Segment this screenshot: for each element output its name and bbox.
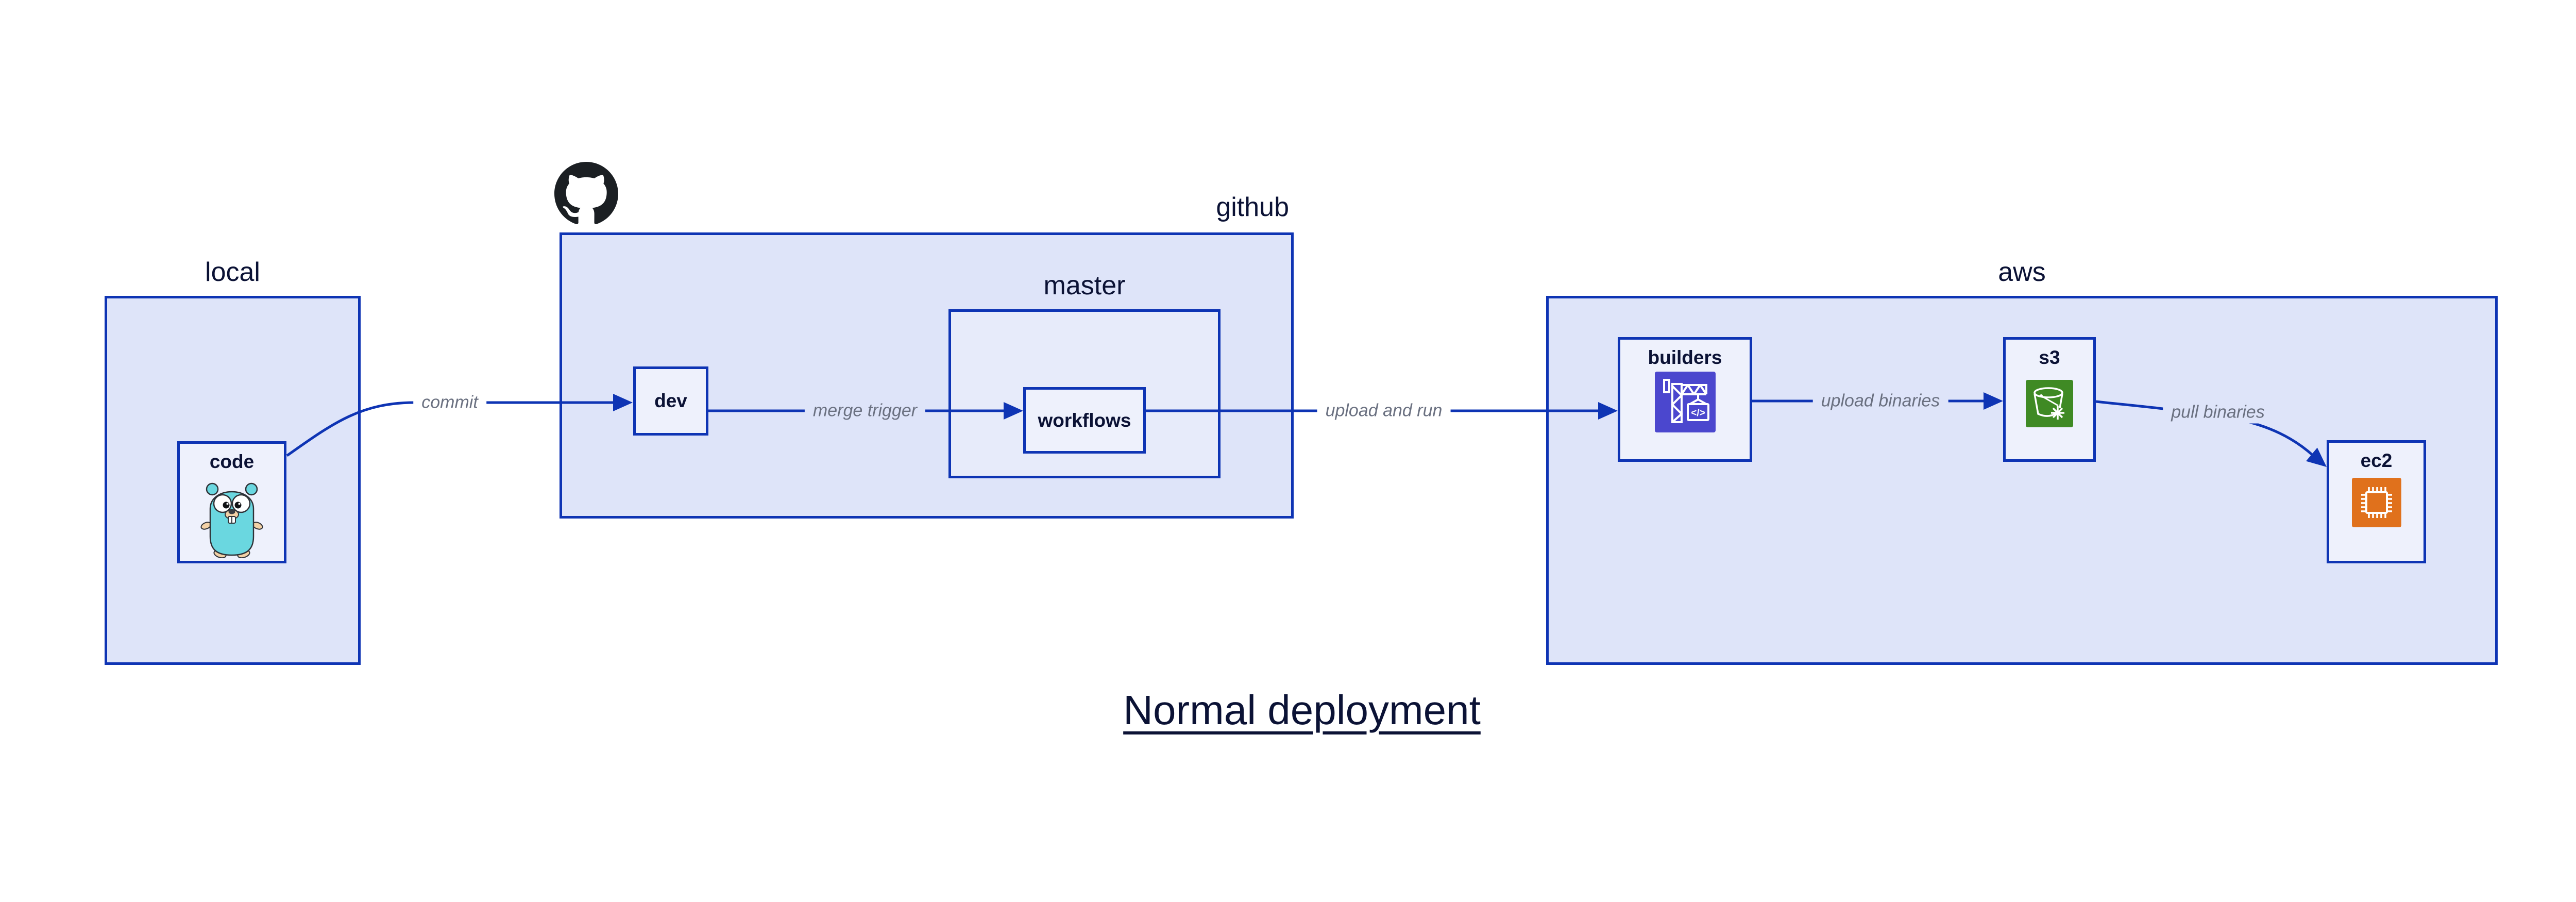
code-label: code — [209, 451, 255, 472]
codebuild-crane-icon: </> — [1654, 372, 1716, 432]
ec2-chip-icon — [2351, 478, 2401, 527]
edge-label-merge-trigger: merge trigger — [804, 399, 926, 422]
workflows-label: workflows — [1038, 409, 1131, 431]
ec2-label: ec2 — [2360, 450, 2393, 471]
edge-label-upload-and-run: upload and run — [1317, 399, 1451, 422]
edge-label-pull-binaries: pull binaries — [2163, 401, 2273, 424]
svg-text:</>: </> — [1691, 408, 1705, 419]
diagram-title: Normal deployment — [1123, 687, 1481, 733]
s3-label: s3 — [2039, 347, 2060, 368]
builders-label: builders — [1648, 347, 1722, 368]
node-dev: dev — [633, 366, 708, 436]
edge-label-upload-binaries: upload binaries — [1812, 390, 1948, 412]
node-s3: s3 — [2003, 337, 2096, 462]
go-gopher-icon — [200, 482, 263, 558]
edge-label-commit: commit — [413, 391, 486, 414]
node-ec2: ec2 — [2327, 440, 2426, 563]
dev-label: dev — [654, 390, 687, 411]
node-builders: builders </> — [1618, 337, 1752, 462]
node-workflows: workflows — [1023, 387, 1146, 454]
github-octocat-icon — [554, 162, 618, 224]
master-label: master — [1043, 271, 1126, 300]
node-code: code — [177, 441, 286, 563]
local-label: local — [205, 257, 260, 287]
github-label: github — [1216, 192, 1289, 222]
s3-glacier-bucket-icon — [2026, 380, 2073, 427]
aws-label: aws — [1998, 257, 2046, 287]
